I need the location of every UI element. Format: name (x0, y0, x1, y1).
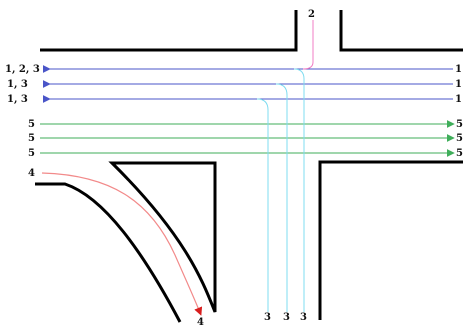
label-west-exit-mid: 1, 3 (7, 79, 28, 90)
westbound-lanes (42, 65, 453, 103)
label-east-exit-a: 5 (456, 119, 463, 130)
label-north-entry: 2 (308, 9, 315, 20)
movement-3-path-middle (275, 83, 288, 312)
label-ramp-entry: 4 (28, 168, 35, 179)
north-approach-west-curb (40, 10, 298, 52)
label-east-entry-top: 1 (455, 64, 462, 75)
road-edges (35, 10, 463, 323)
movement-2-path (302, 20, 314, 70)
south-approach-east-curb (318, 160, 463, 320)
label-south-entry-a: 3 (264, 312, 271, 323)
label-west-exit-top: 1, 2, 3 (5, 64, 40, 75)
label-west-entry-b: 5 (28, 133, 35, 144)
channelizing-island (108, 161, 217, 313)
label-east-entry-mid: 1 (455, 79, 462, 90)
label-east-entry-low: 1 (455, 94, 462, 105)
movement-3-path-outer (293, 68, 305, 312)
label-east-exit-c: 5 (456, 148, 463, 159)
label-east-exit-b: 5 (456, 133, 463, 144)
movement-3-path-inner (256, 98, 269, 312)
label-west-entry-a: 5 (28, 119, 35, 130)
movement-labels: 2 1, 2, 3 1, 3 1, 3 1 1 1 5 5 5 5 5 5 4 … (5, 9, 463, 326)
movement-3-paths (256, 68, 305, 312)
label-west-exit-low: 1, 3 (7, 94, 28, 105)
north-approach-east-curb (339, 10, 463, 52)
label-west-entry-c: 5 (28, 148, 35, 159)
label-south-entry-b: 3 (283, 312, 290, 323)
eastbound-lanes (40, 120, 455, 157)
slip-lane-outer-curb (35, 182, 182, 323)
label-ramp-exit: 4 (197, 317, 204, 326)
label-south-entry-c: 3 (300, 312, 307, 323)
movement-4-path (41, 172, 203, 316)
